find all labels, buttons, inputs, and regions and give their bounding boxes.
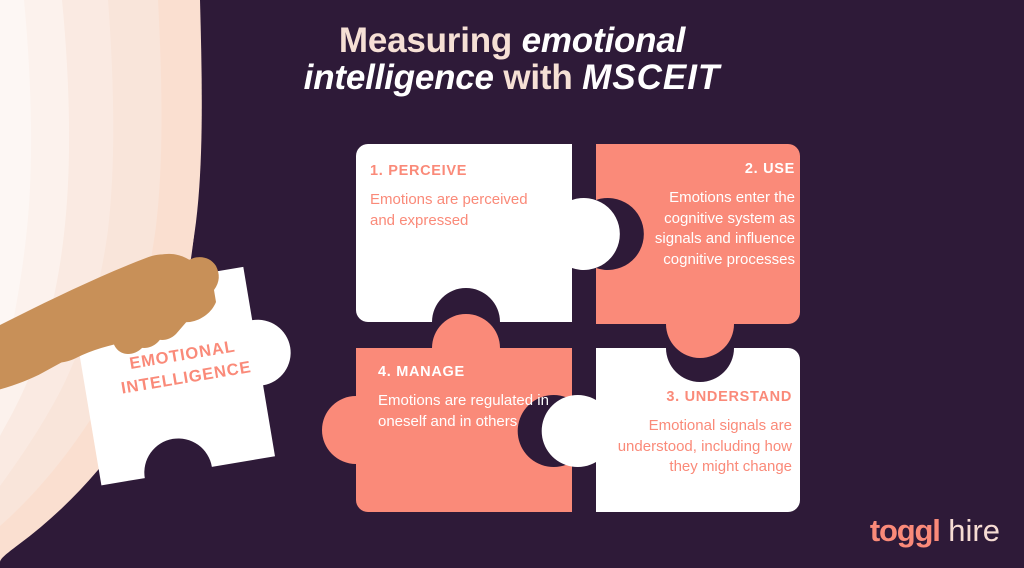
- piece-title-manage: 4. MANAGE: [378, 364, 465, 380]
- toggl-hire-logo[interactable]: toggl hire: [870, 515, 1000, 546]
- puzzle-piece-manage[interactable]: [322, 314, 572, 512]
- piece-body-manage: Emotions are regulated in oneself and in…: [378, 392, 549, 430]
- puzzle-piece-use[interactable]: [596, 144, 800, 358]
- logo-brand: toggl: [869, 513, 941, 548]
- piece-body-understand: Emotional signals are understood, includ…: [617, 417, 792, 476]
- piece-text-understand: 3. UNDERSTAND Emotional signals are unde…: [592, 389, 792, 478]
- piece-title-perceive: 1. PERCEIVE: [370, 163, 468, 179]
- logo-space: [940, 513, 949, 548]
- piece-title-understand: 3. UNDERSTAND: [666, 389, 792, 405]
- puzzle-piece-perceive[interactable]: [356, 144, 620, 322]
- piece-text-manage: 4. MANAGE Emotions are regulated in ones…: [378, 364, 553, 432]
- decor-band-inner: [0, 0, 32, 378]
- piece-text-perceive: 1. PERCEIVE Emotions are perceived and e…: [370, 163, 540, 231]
- thumb: [37, 281, 184, 363]
- piece-text-use: 2. USE Emotions enter the cognitive syst…: [615, 161, 795, 270]
- puzzle-piece-understand[interactable]: [541, 348, 800, 512]
- piece-body-perceive: Emotions are perceived and expressed: [370, 191, 528, 229]
- logo-product: hire: [948, 513, 1000, 548]
- piece-body-use: Emotions enter the cognitive system as s…: [654, 189, 795, 268]
- piece-title-use: 2. USE: [744, 161, 795, 177]
